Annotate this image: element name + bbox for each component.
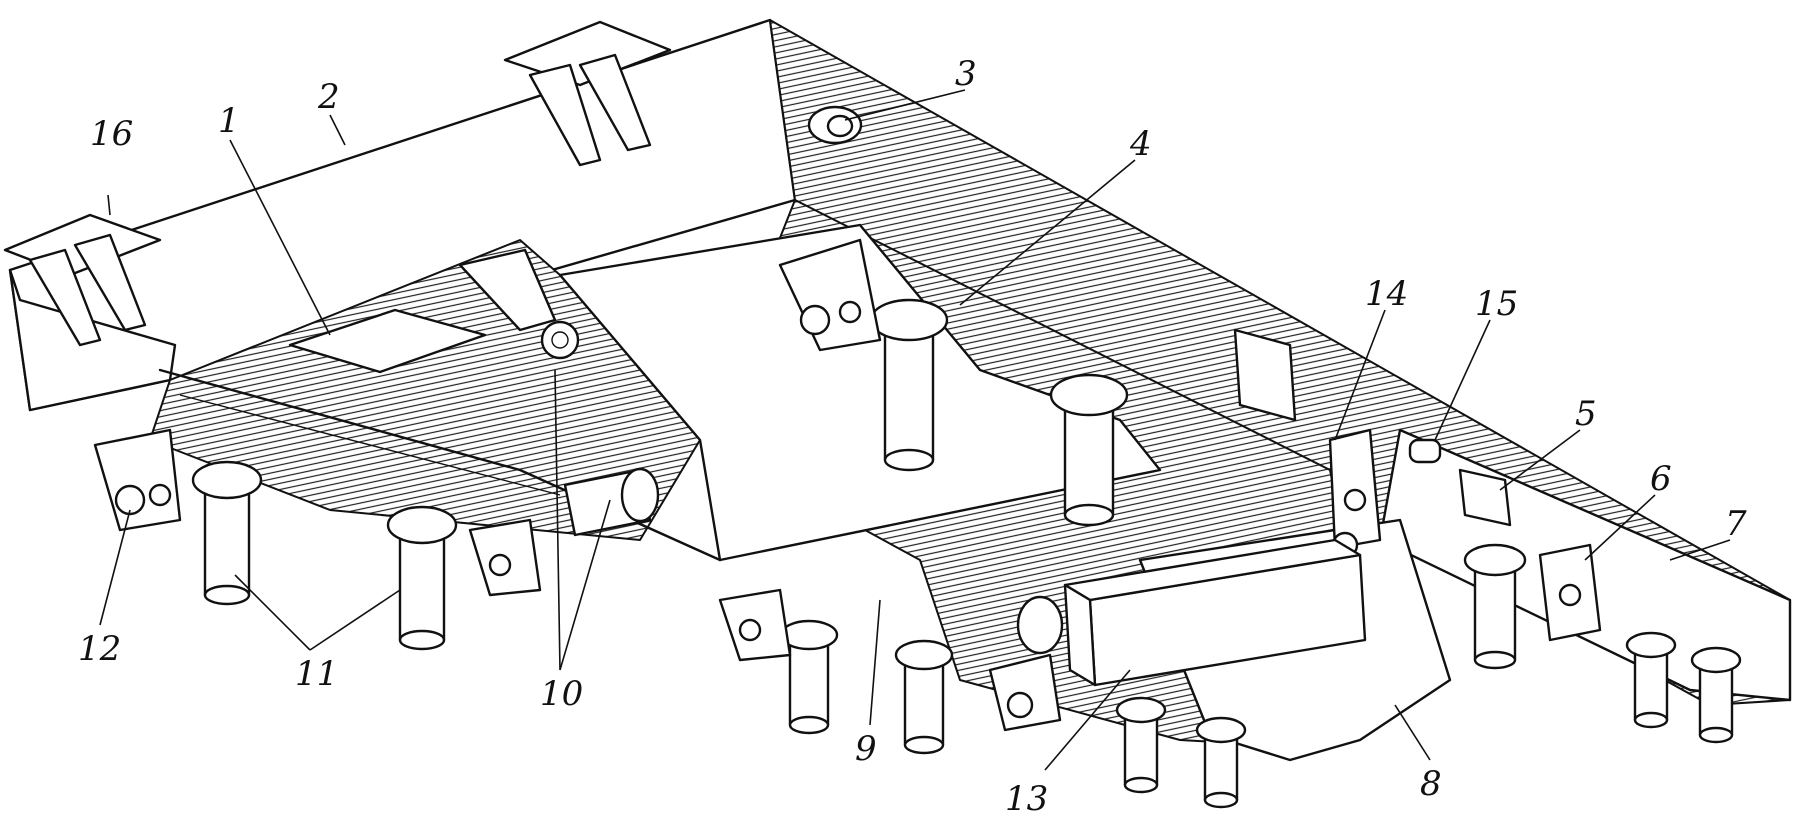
callout-4: 4 bbox=[1129, 124, 1152, 164]
post-left-1 bbox=[191, 460, 263, 606]
callout-7: 7 bbox=[1725, 504, 1747, 544]
platform-1 bbox=[288, 248, 580, 374]
post-right-1 bbox=[1463, 543, 1527, 670]
callout-13: 13 bbox=[1005, 779, 1048, 819]
spring-posts bbox=[191, 298, 1742, 809]
callout-16: 16 bbox=[90, 114, 133, 154]
post-bot-2 bbox=[894, 639, 954, 755]
plate-5 bbox=[1458, 468, 1512, 527]
callout-1: 1 bbox=[218, 101, 240, 141]
post-right-3 bbox=[1690, 646, 1742, 744]
callout-6: 6 bbox=[1650, 459, 1672, 499]
post-bot-3 bbox=[1115, 696, 1167, 794]
callout-15: 15 bbox=[1475, 284, 1518, 324]
plate-upper bbox=[1233, 328, 1297, 422]
boss-3 bbox=[807, 105, 863, 145]
lug-bot-b bbox=[988, 653, 1062, 732]
post-mid-2 bbox=[1049, 373, 1129, 527]
lug-14 bbox=[1328, 428, 1382, 559]
leader-lines bbox=[99, 89, 1731, 771]
lug-mid-left bbox=[468, 518, 542, 597]
lug-12 bbox=[93, 428, 182, 532]
top-brackets bbox=[3, 20, 672, 347]
lug-upper-mid bbox=[778, 238, 882, 352]
callout-5: 5 bbox=[1575, 394, 1597, 434]
callout-14: 14 bbox=[1365, 274, 1408, 314]
post-right-2 bbox=[1625, 631, 1677, 729]
lug-6 bbox=[1538, 543, 1602, 642]
frame-underside-shaded bbox=[149, 239, 701, 541]
post-left-2 bbox=[386, 505, 458, 651]
post-mid-1 bbox=[869, 298, 949, 472]
callout-labels: 16 1 2 3 4 14 15 5 6 7 8 9 13 10 11 12 bbox=[78, 54, 1747, 819]
inner-rail-line bbox=[158, 368, 722, 562]
tube-10 bbox=[563, 467, 660, 537]
callout-11: 11 bbox=[295, 654, 338, 694]
lug-brackets bbox=[93, 238, 1602, 732]
boss-15 bbox=[1408, 438, 1442, 464]
callout-3: 3 bbox=[955, 54, 977, 94]
cross-member-plate bbox=[558, 223, 1162, 562]
cross-beam-13 bbox=[1016, 538, 1367, 687]
callout-12: 12 bbox=[78, 629, 121, 669]
callout-10: 10 bbox=[540, 674, 583, 714]
mounting-plates bbox=[1233, 328, 1512, 527]
lug-bot-a bbox=[718, 588, 792, 662]
callout-8: 8 bbox=[1420, 764, 1442, 804]
callout-2: 2 bbox=[317, 77, 340, 117]
bracket-rear bbox=[503, 20, 672, 167]
post-bot-4 bbox=[1195, 716, 1247, 809]
post-bot-1 bbox=[779, 619, 839, 735]
callout-9: 9 bbox=[855, 729, 877, 769]
bracket-front bbox=[3, 213, 162, 347]
